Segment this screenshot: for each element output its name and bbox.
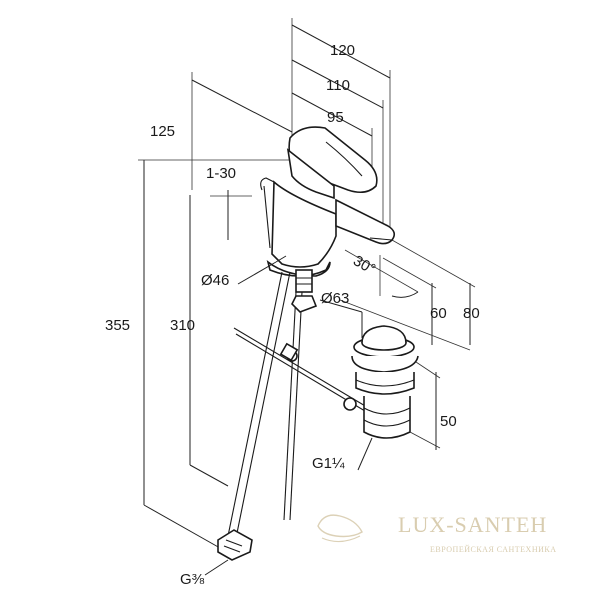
dim-125: 125 xyxy=(150,123,175,140)
pop-up-waste xyxy=(343,325,419,439)
dim-120: 120 xyxy=(330,42,355,59)
right-dimension-lines xyxy=(339,239,476,351)
dim-50: 50 xyxy=(440,413,457,430)
dim-30-degrees: 30° xyxy=(350,252,378,278)
dim-60: 60 xyxy=(430,305,447,322)
dim-95: 95 xyxy=(327,109,344,126)
thread-g1-1-4: G1¼ xyxy=(312,455,345,472)
dim-46: Ø46 xyxy=(201,272,229,289)
dim-110: 110 xyxy=(326,77,350,94)
dim-63-lines xyxy=(319,299,363,338)
watermark-tagline: ЕВРОПЕЙСКАЯ САНТЕХНИКА xyxy=(430,545,556,554)
dim-1-30-lines xyxy=(210,190,252,240)
lift-rod-linkage xyxy=(233,295,373,415)
flexible-hoses xyxy=(217,271,303,561)
dim-63: Ø63 xyxy=(321,290,349,307)
watermark-brand: LUX-SANTEH xyxy=(398,512,547,537)
dim-355-lines xyxy=(138,159,292,549)
watermark-logo xyxy=(317,514,363,543)
dim-80: 80 xyxy=(463,305,480,322)
dim-46-lines xyxy=(237,255,287,285)
faucet-body xyxy=(260,126,396,293)
dim-1-30: 1-30 xyxy=(206,165,236,182)
dim-310: 310 xyxy=(170,317,195,334)
dim-310-lines xyxy=(189,195,229,487)
thread-g3-8: G⅜ xyxy=(180,571,205,588)
g114-leader xyxy=(357,437,373,471)
top-dimension-lines xyxy=(291,18,391,235)
dim-125-lines xyxy=(191,72,293,190)
dim-50-lines xyxy=(409,361,441,450)
dim-355: 355 xyxy=(105,317,130,334)
g38-leader xyxy=(204,559,229,576)
